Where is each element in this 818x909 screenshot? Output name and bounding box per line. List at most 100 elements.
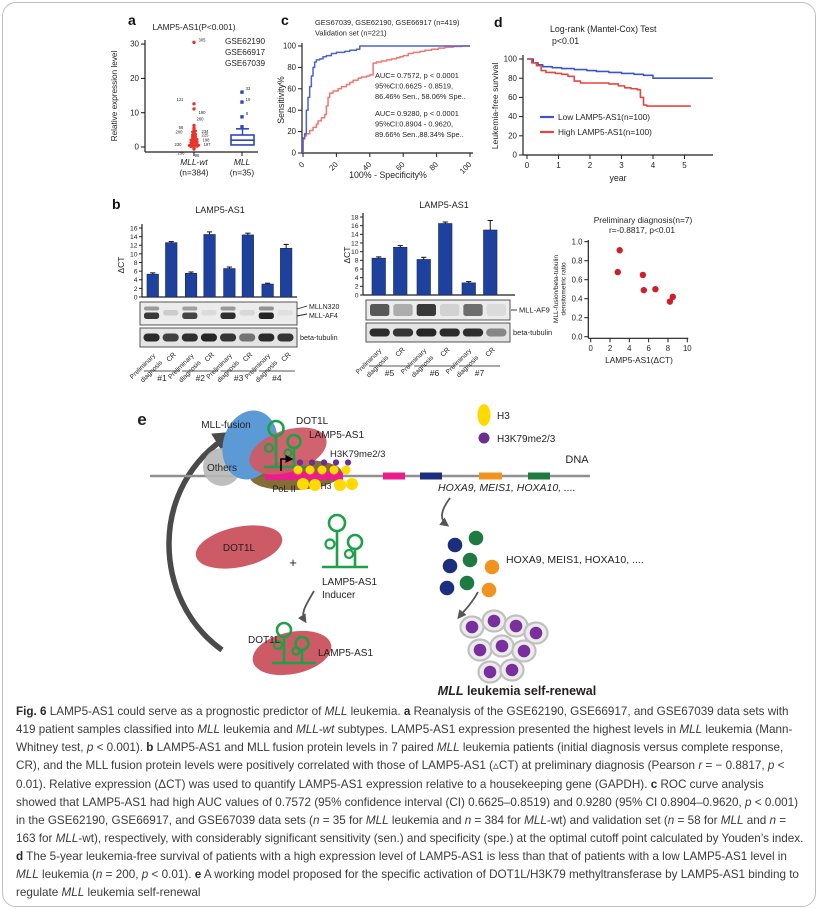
series-2-label: Validation set (n=221) (315, 29, 387, 38)
blot-label-beta-tubulin: beta-tubulin (300, 333, 338, 342)
blot-band (463, 304, 483, 316)
roc-annotation-blue: 89.66% Sen.,88.34% Spe.. (375, 130, 464, 139)
y-tick-label: 60 (287, 84, 296, 93)
h3k79-mark (308, 459, 316, 466)
blot-band-tubulin (462, 328, 484, 337)
caption-segment: leukemia patients (initial diagnosis ver… (16, 741, 784, 773)
lane-label-cr: CR (242, 351, 254, 363)
caption-segment: < 0.001) in the GSE62190, GSE66917, and … (16, 795, 798, 827)
leukemia-cell-nucleus (465, 620, 479, 634)
gene-box-orange (479, 472, 502, 480)
group-n: (n=35) (230, 168, 255, 178)
y-tick-label: 0 (135, 143, 140, 152)
gene-box-navy (420, 472, 442, 480)
blot-band (277, 310, 293, 316)
legend-h3k79-swatch (478, 432, 490, 444)
caption-segment: p (141, 868, 149, 882)
caption-segment: MLL (720, 813, 744, 827)
panel-a-title: LAMP5-AS1(P<0.001) (152, 22, 235, 32)
rna-loop (346, 533, 364, 551)
h3k79-mark (296, 459, 304, 466)
rna-loop (327, 513, 347, 533)
patient-group-label: #4 (272, 373, 282, 383)
panel-b-label: b (112, 196, 121, 212)
caption-segment: Reanalysis of the GSE62190, GSE66917, an… (16, 705, 789, 737)
bar (241, 234, 254, 298)
caption-segment: n (769, 813, 776, 827)
x-tick-label: 2 (588, 161, 593, 170)
gene-box-magenta (383, 472, 405, 480)
y-tick-label: 10 (130, 251, 138, 258)
point-id-label: 225 (202, 133, 210, 138)
caption-segment: MLL (365, 813, 389, 827)
gene-product-dot (484, 559, 500, 575)
survival-curve-high (527, 58, 691, 107)
caption-segment: Fig. 6 (16, 705, 47, 718)
blot-band-tubulin (258, 333, 275, 342)
bar (416, 259, 431, 296)
h3k79me-label-top: H3K79me2/3 (330, 449, 385, 460)
blot-band-upper (182, 306, 198, 311)
binding-arrow (297, 590, 315, 624)
y-tick-label: 16 (351, 223, 359, 230)
x-tick-label: 10 (683, 344, 692, 353)
lane-label-cr: CR (166, 351, 178, 363)
caption-segment: MLL (61, 886, 85, 900)
caption-segment: -wt) and validation set ( (546, 813, 668, 827)
data-point-mll-wt (192, 147, 196, 151)
plus-sign: + (289, 555, 297, 570)
lamp5-as1-label-top: LAMP5-AS1 (309, 430, 364, 441)
blot-band-tubulin (392, 328, 414, 337)
rna-side-loop (272, 639, 284, 651)
bar (438, 223, 453, 296)
y-tick-label: 2 (355, 284, 359, 291)
y-tick-label: 0.6 (572, 275, 583, 284)
y-tick-label: 100 (504, 55, 518, 64)
blot-band-upper (258, 306, 274, 311)
blot-label-mll-af4: MLL-AF4 (309, 313, 338, 320)
blot-band-tubulin (439, 328, 460, 337)
y-tick-label: 12 (351, 240, 359, 247)
dataset-name: GSE66917 (225, 48, 266, 57)
y-tick-label: 0.8 (572, 256, 583, 265)
caption-segment: MLL (436, 741, 460, 755)
self-renewal-rest: leukemia self-renewal (463, 684, 596, 698)
y-tick-label: 4 (355, 275, 359, 282)
caption-segment: e (194, 868, 202, 882)
y-tick-label: 8 (134, 260, 138, 267)
pol-ii-label: PoL II (272, 484, 295, 494)
point-id-label: 197 (204, 142, 212, 147)
rna-side-loop (324, 538, 336, 550)
lane-label-cr: CR (485, 346, 497, 358)
series-1-label: GES67039, GSE62190, GSE66917 (n=419) (315, 18, 459, 27)
y-tick-label: 0 (355, 292, 359, 299)
blot-band (370, 304, 390, 316)
roc-annotation-red: AUC= 0.7572, p < 0.0001 (375, 71, 459, 80)
caption-segment: MLL (197, 723, 221, 737)
caption-segment: < 0.01). Relative expression (ΔCT) was u… (16, 759, 785, 791)
caption-segment: ROC curve analysis showed that LAMP5-AS1… (16, 777, 764, 809)
data-point-mll-wt (192, 107, 196, 111)
point-id-label: 190 (199, 110, 207, 115)
dataset-name: GSE62190 (225, 37, 266, 46)
caption-segment: = 58 for (674, 813, 721, 827)
x-axis-title: year (609, 173, 626, 183)
point-id-label: 198 (203, 137, 211, 142)
roc-curve-training (302, 45, 470, 153)
caption-segment: r (698, 759, 703, 773)
caption-segment: leukemia (Mann-Whitney test, (16, 723, 793, 755)
bar (146, 273, 159, 298)
y-axis-title: Sensitivity% (276, 76, 286, 124)
caption-segment: n (667, 813, 675, 827)
legend-h3-swatch (477, 404, 491, 426)
gene-product-dot (447, 537, 463, 553)
caption-segment: = 163 for (16, 813, 787, 845)
blot-band-tubulin (486, 328, 507, 337)
data-point-mll-wt (192, 136, 196, 141)
caption-segment: p (745, 795, 752, 809)
blot-band-tubulin (416, 328, 437, 337)
data-point-mll (240, 90, 244, 94)
roc-annotation-red: 95%CI:0.6625 - 0.8519, (375, 82, 453, 91)
group-label: MLL-wt (180, 157, 208, 167)
